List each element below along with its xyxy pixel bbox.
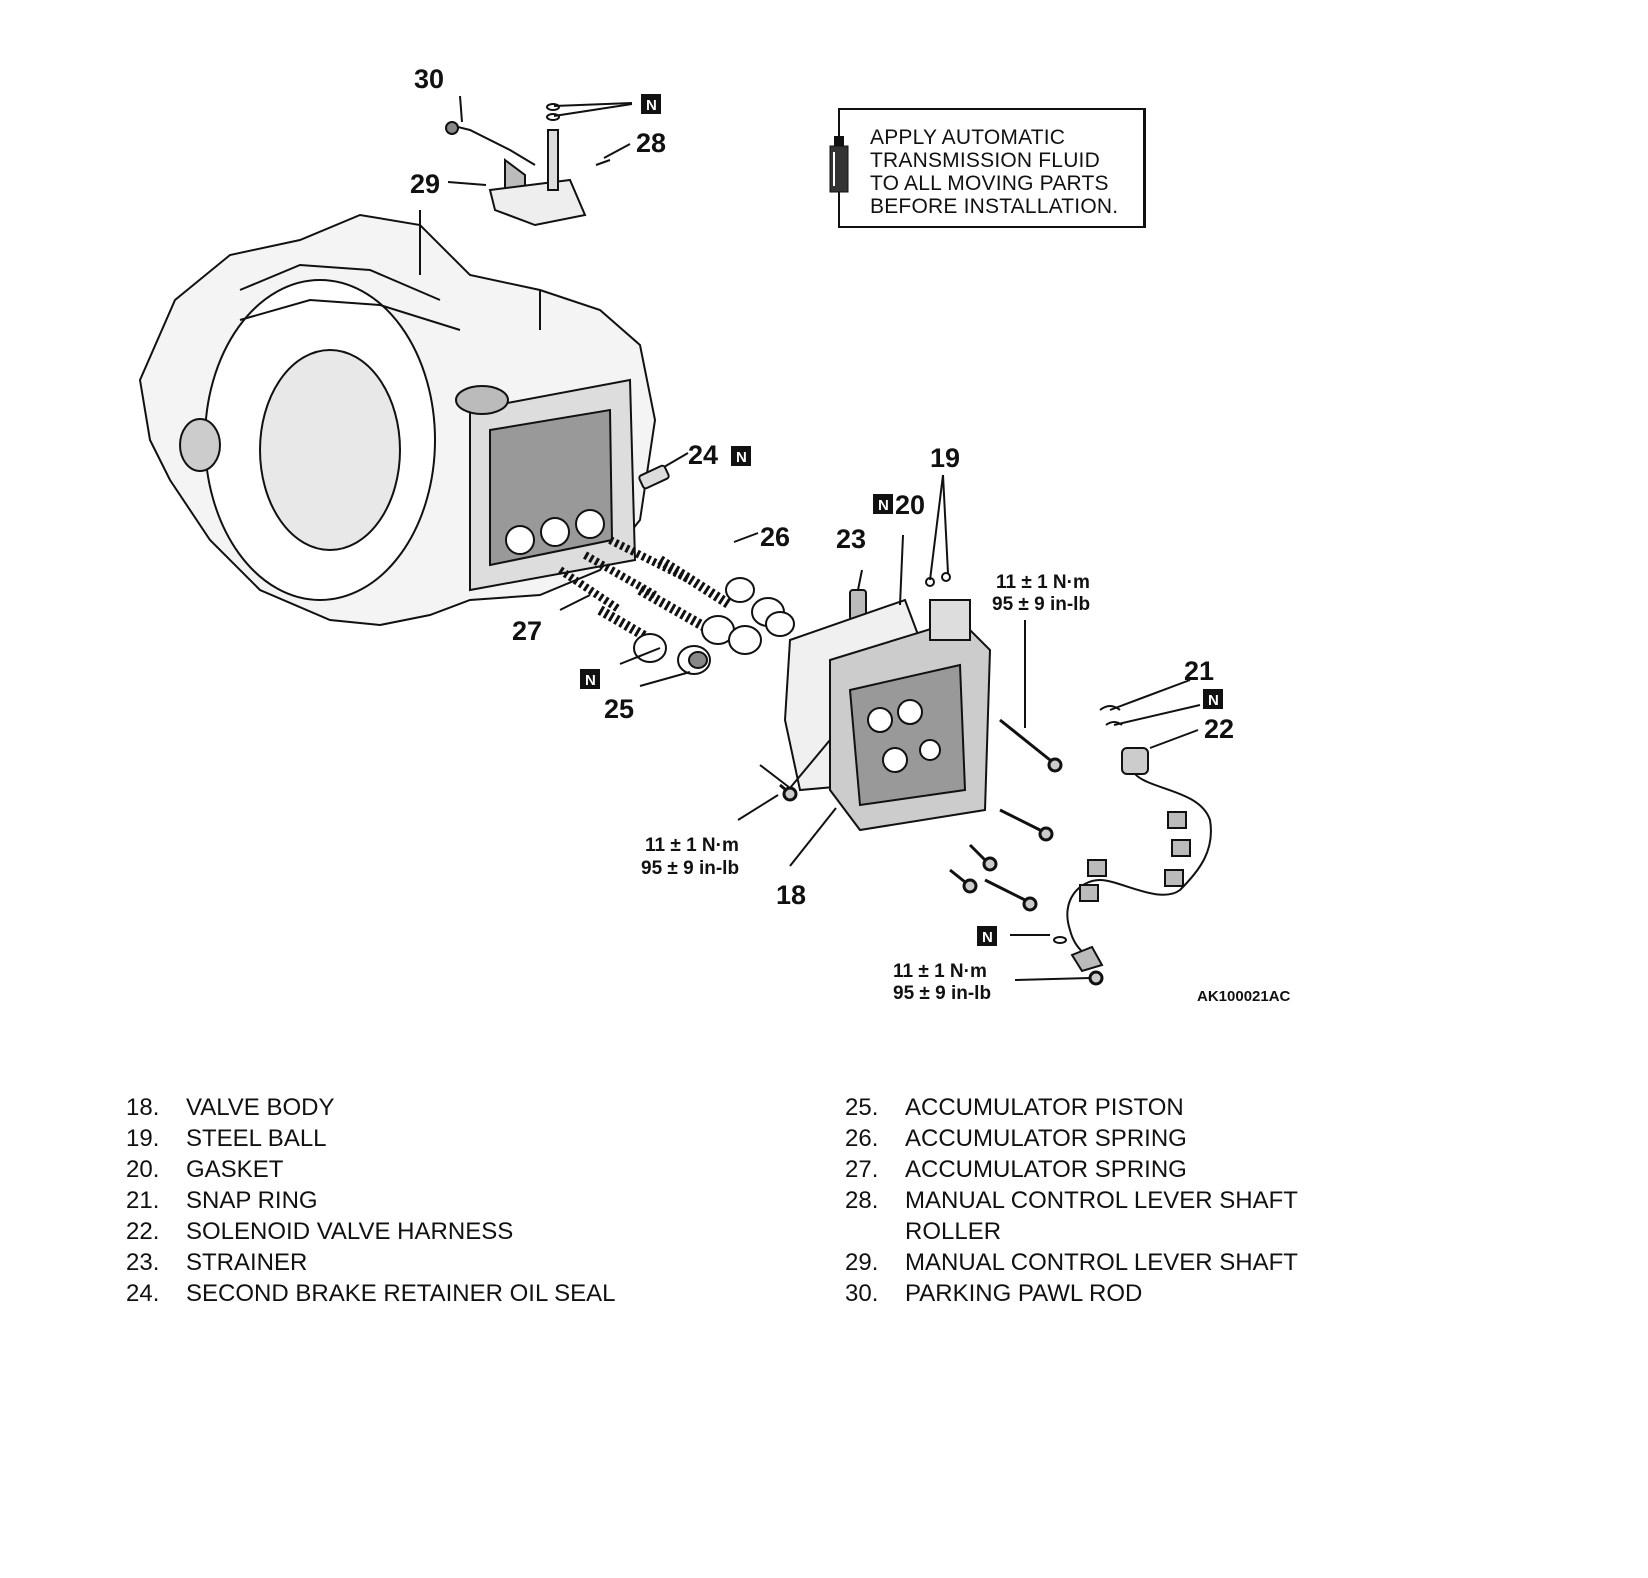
svg-text:N: N [878,497,889,514]
legend-item: 23.STRAINER [126,1249,308,1276]
callout-20: 20 [895,490,925,520]
oil-seal-part [638,464,670,490]
legend-item: 30.PARKING PAWL ROD [845,1280,1143,1307]
svg-text:N: N [1208,692,1219,709]
callout-24: 24 [688,440,718,470]
svg-text:N: N [982,929,993,946]
notice-line: TRANSMISSION FLUID [870,149,1100,172]
callout-30: 30 [414,64,444,94]
notice-line: APPLY AUTOMATIC [870,126,1066,149]
valve-body-assembly [783,598,992,832]
svg-text:N: N [736,449,747,466]
new-part-marker: N [1203,689,1223,709]
legend-item: 27.ACCUMULATOR SPRING [845,1156,1187,1183]
notice-text: APPLY AUTOMATIC TRANSMISSION FLUID TO AL… [870,126,1118,218]
new-part-marker: N [641,94,661,114]
manual-control-lever-group [445,103,611,227]
new-part-markers: N N N N N N [580,94,1223,946]
legend-item: 21.SNAP RING [126,1187,318,1214]
torque-specs: 11 ± 1 N·m 95 ± 9 in-lb 11 ± 1 N·m 95 ± … [641,572,1090,1004]
fluid-notice-box: APPLY AUTOMATIC TRANSMISSION FLUID TO AL… [829,108,1146,228]
legend-item: 24.SECOND BRAKE RETAINER OIL SEAL [126,1280,616,1307]
transmission-case [138,210,657,627]
callout-19: 19 [930,443,960,473]
exploded-view-diagram: 30 28 29 24 19 20 23 26 27 25 21 22 18 N… [138,64,1291,1005]
callout-18: 18 [776,880,806,910]
callout-22: 22 [1204,714,1234,744]
figure-id: AK100021AC [1197,988,1291,1005]
torque-imperial-lower: 95 ± 9 in-lb [893,983,991,1004]
accumulator-pistons [633,577,795,675]
callout-26: 26 [760,522,790,552]
legend-item: 20.GASKET [126,1156,284,1183]
legend-item: 28.MANUAL CONTROL LEVER SHAFT ROLLER [845,1187,1298,1245]
legend-item: 29.MANUAL CONTROL LEVER SHAFT [845,1249,1298,1276]
svg-text:N: N [646,97,657,114]
callout-21: 21 [1184,656,1214,686]
callout-25: 25 [604,694,634,724]
parts-legend-right: 25.ACCUMULATOR PISTON 26.ACCUMULATOR SPR… [845,1092,1375,1309]
callout-23: 23 [836,524,866,554]
callout-27: 27 [512,616,542,646]
legend-item: 19.STEEL BALL [126,1125,327,1152]
torque-metric-upper: 11 ± 1 N·m [996,572,1090,593]
torque-metric-left: 11 ± 1 N·m [645,835,739,856]
callout-28: 28 [636,128,666,158]
parts-legend-left: 18.VALVE BODY 19.STEEL BALL 20.GASKET 21… [126,1092,656,1309]
legend-item: 18.VALVE BODY [126,1094,335,1121]
torque-imperial-left: 95 ± 9 in-lb [641,858,739,879]
notice-line: TO ALL MOVING PARTS [870,172,1109,195]
leader-lines [447,95,1201,981]
new-part-marker: N [580,669,600,689]
svg-text:N: N [585,672,596,689]
fluid-bottle-icon [829,136,849,193]
callouts: 30 28 29 24 19 20 23 26 27 25 21 22 18 [410,64,1234,910]
legend-item: 22.SOLENOID VALVE HARNESS [126,1218,514,1245]
callout-29: 29 [410,169,440,199]
torque-imperial-upper: 95 ± 9 in-lb [992,594,1090,615]
notice-line: BEFORE INSTALLATION. [870,195,1119,218]
new-part-marker: N [731,446,751,466]
new-part-marker: N [873,494,893,514]
torque-metric-lower: 11 ± 1 N·m [893,961,987,982]
solenoid-harness [1053,747,1212,973]
legend-item: 26.ACCUMULATOR SPRING [845,1125,1187,1152]
legend-item: 25.ACCUMULATOR PISTON [845,1094,1184,1121]
new-part-marker: N [977,926,997,946]
steel-balls [925,572,951,587]
accumulator-springs [557,536,733,650]
